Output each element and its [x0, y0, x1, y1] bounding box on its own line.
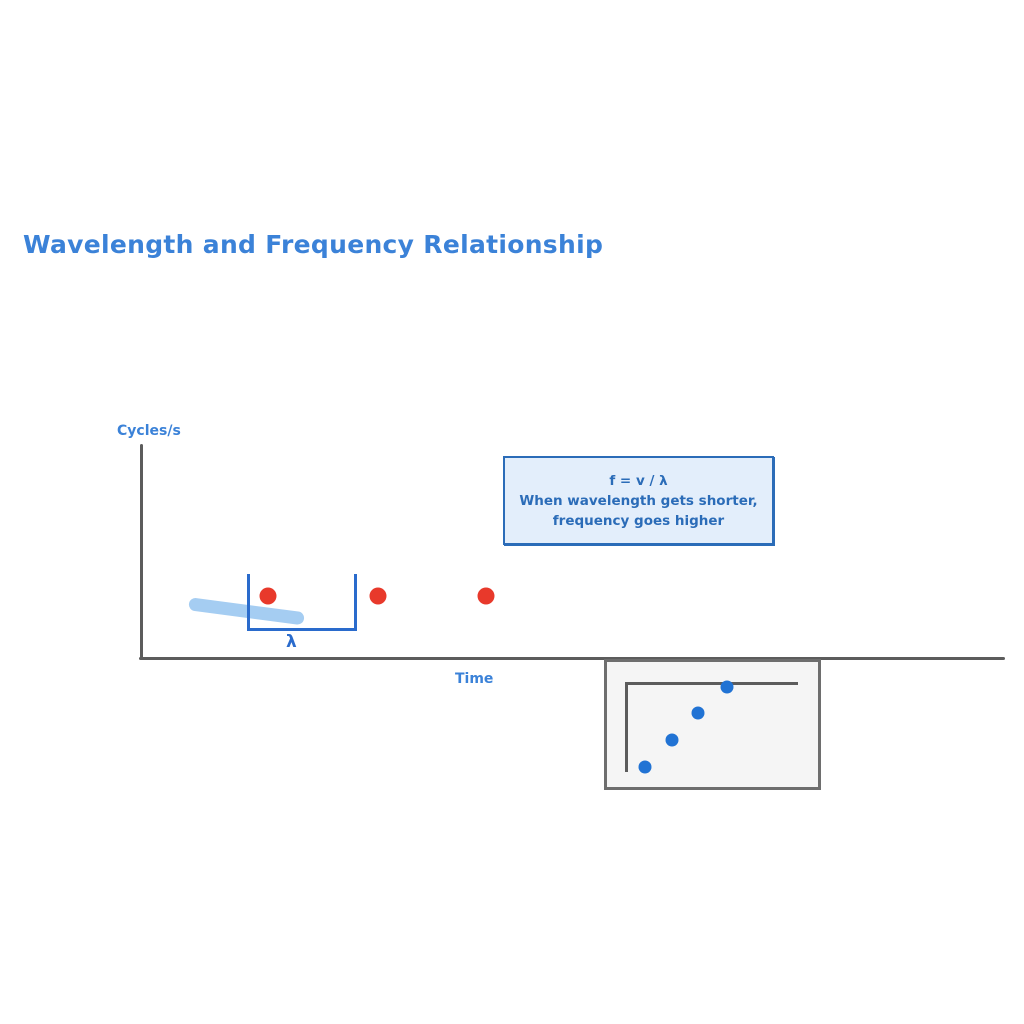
formula-line-2: When wavelength gets shorter, — [519, 493, 758, 509]
inset-axis — [625, 682, 798, 772]
wavelength-bracket — [247, 574, 357, 631]
blue-data-dot — [665, 733, 679, 747]
formula-panel: f = v / λ When wavelength gets shorter, … — [503, 456, 774, 545]
red-data-dot — [477, 587, 495, 605]
y-axis-line — [140, 444, 143, 660]
x-axis-line — [139, 657, 1005, 660]
lambda-label: λ — [286, 632, 297, 652]
diagram-title: Wavelength and Frequency Relationship — [23, 230, 604, 259]
red-data-dot — [259, 587, 277, 605]
formula-line-1: f = v / λ — [609, 473, 668, 489]
blue-data-dot — [638, 760, 652, 774]
blue-data-dot — [691, 706, 705, 720]
y-axis-label: Cycles/s — [117, 423, 181, 439]
red-data-dot — [369, 587, 387, 605]
blue-data-dot — [720, 680, 734, 694]
x-axis-label: Time — [455, 671, 494, 687]
formula-line-3: frequency goes higher — [552, 513, 725, 529]
